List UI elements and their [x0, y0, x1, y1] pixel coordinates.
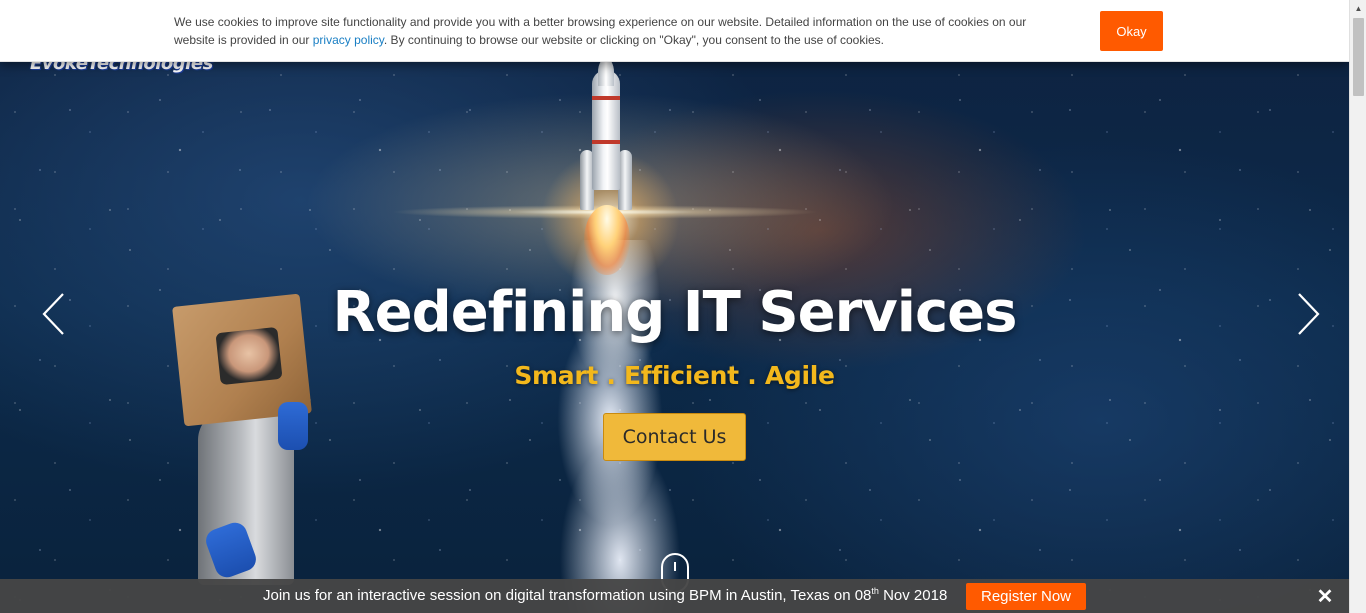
- scrollbar-thumb[interactable]: [1353, 18, 1364, 96]
- event-message: Join us for an interactive session on di…: [263, 586, 948, 605]
- rocket-stripe: [592, 140, 620, 144]
- cookie-text-end: . By continuing to browse our website or…: [383, 33, 885, 47]
- hero-headline: Redefining IT Services: [332, 280, 1018, 345]
- cookie-consent-bar: We use cookies to improve site functiona…: [0, 0, 1349, 62]
- close-icon[interactable]: ✕: [1316, 585, 1334, 608]
- event-announcement-bar: Join us for an interactive session on di…: [0, 579, 1349, 613]
- event-date-suffix: th: [871, 586, 879, 596]
- scroll-up-arrow-icon[interactable]: ▲: [1354, 4, 1363, 13]
- contact-us-button[interactable]: Contact Us: [603, 413, 746, 461]
- rocket-booster-right: [618, 150, 632, 210]
- rocket-flame: [584, 205, 630, 275]
- hero-tagline: Smart . Efficient . Agile: [514, 361, 835, 390]
- cookie-message: We use cookies to improve site functiona…: [174, 13, 1054, 49]
- rocket-stripe: [592, 96, 620, 100]
- carousel-prev-button[interactable]: [34, 292, 74, 336]
- privacy-policy-link[interactable]: privacy policy: [312, 33, 384, 47]
- event-text-end: Nov 2018: [878, 587, 948, 604]
- cookie-text-start: We use cookies to improve site functiona…: [174, 15, 1027, 47]
- rocket-body: [592, 70, 620, 190]
- cookie-okay-button[interactable]: Okay: [1100, 11, 1163, 51]
- rocket-booster-left: [580, 150, 594, 210]
- event-text-start: Join us for an interactive session on di…: [263, 587, 872, 604]
- rocket-nose: [598, 58, 614, 86]
- page-scrollbar[interactable]: ▲: [1349, 0, 1366, 613]
- chevron-left-icon: [42, 293, 64, 335]
- blue-glove-right: [278, 402, 308, 450]
- register-now-button[interactable]: Register Now: [966, 583, 1086, 610]
- carousel-next-button[interactable]: [1288, 292, 1328, 336]
- chevron-right-icon: [1298, 293, 1320, 335]
- scroll-wheel: [674, 562, 676, 571]
